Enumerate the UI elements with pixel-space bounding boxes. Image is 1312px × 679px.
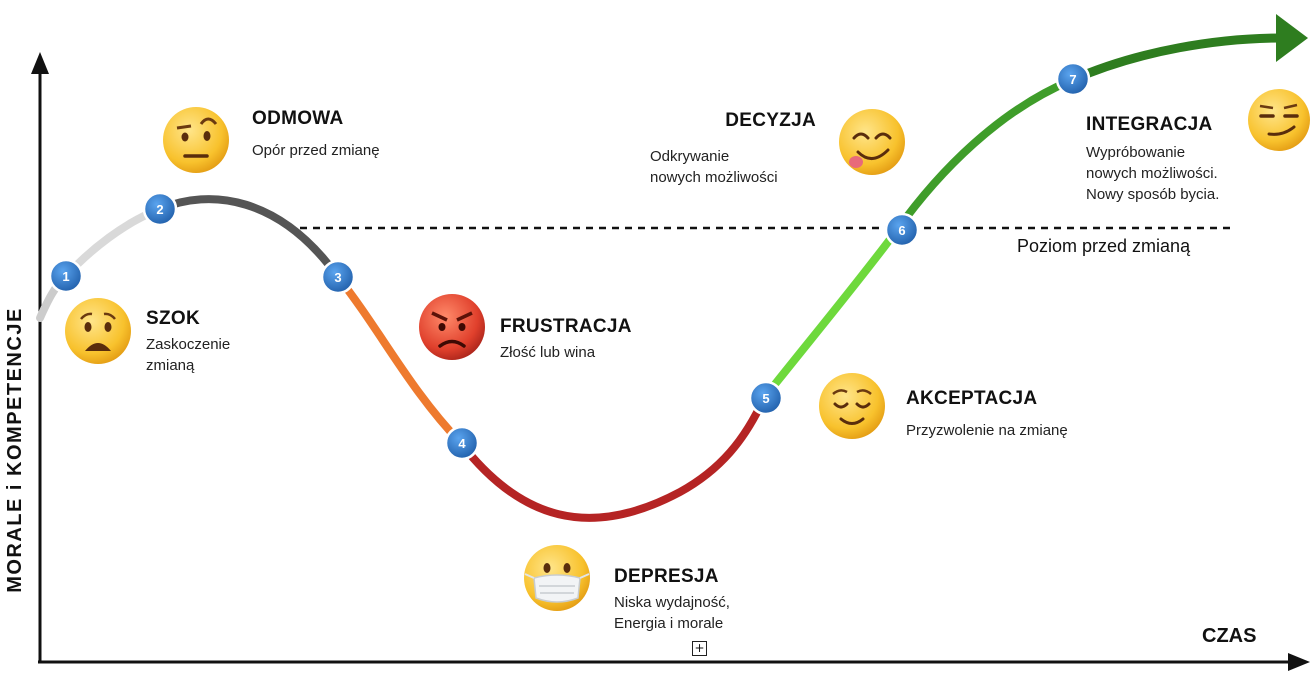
stage-desc-line: Przyzwolenie na zmianę [906, 422, 1068, 439]
badge-number-5: 5 [762, 391, 769, 406]
stage-title: DECYZJA [725, 110, 816, 131]
stage-desc-line: Nowy sposób bycia. [1086, 186, 1220, 203]
stage-label-decyzja: DECYZJA Odkrywanie nowych możliwości [650, 110, 816, 188]
stage-title: INTEGRACJA [1086, 114, 1213, 135]
y-axis-label: MORALE i KOMPETENCJE [4, 307, 26, 593]
y-axis-arrow-icon [31, 52, 49, 74]
stage-badge-7: 7 [1055, 61, 1091, 97]
smirk-face-icon [1248, 89, 1310, 151]
badge-number-4: 4 [458, 436, 466, 451]
y-axis [31, 52, 49, 662]
badge-number-1: 1 [62, 269, 69, 284]
stage-badge-6: 6 [884, 212, 920, 248]
curve-segment-3 [156, 195, 342, 281]
curve-segment-5 [456, 394, 768, 522]
badge-number-7: 7 [1069, 72, 1076, 87]
badge-number-6: 6 [898, 223, 905, 238]
stage-label-integracja: INTEGRACJA Wypróbowanie nowych możliwośc… [1086, 114, 1219, 205]
stage-badge-3: 3 [320, 259, 356, 295]
x-axis [38, 653, 1310, 671]
curve-arrow-head-icon [1276, 14, 1308, 62]
stage-label-odmowa: ODMOWA Opór przed zmianę [252, 108, 380, 161]
stage-desc-line: Zaskoczenie [146, 336, 231, 353]
stage-label-depresja: DEPRESJA Niska wydajność, Energia i mora… [614, 566, 730, 634]
stage-desc-line: Niska wydajność, [614, 594, 730, 611]
badge-number-3: 3 [334, 270, 341, 285]
curve-segment-6 [760, 226, 901, 402]
expand-icon[interactable]: + [692, 641, 707, 656]
x-axis-label: CZAS [1202, 625, 1257, 647]
badge-number-2: 2 [156, 202, 163, 217]
curve-segment-2 [62, 205, 164, 280]
stage-title: AKCEPTACJA [906, 388, 1038, 409]
stage-desc-line: nowych możliwości. [1086, 165, 1218, 182]
stage-badge-1: 1 [48, 258, 84, 294]
stage-desc-line: Wypróbowanie [1086, 144, 1186, 161]
stage-title: ODMOWA [252, 108, 344, 129]
stage-desc-line: zmianą [146, 357, 195, 374]
stage-title: FRUSTRACJA [500, 316, 632, 337]
stage-title: DEPRESJA [614, 566, 719, 587]
stage-desc-line: Opór przed zmianę [252, 142, 380, 159]
mask-face-icon [524, 545, 590, 611]
relieved-face-icon [819, 373, 885, 439]
stage-badge-5: 5 [748, 380, 784, 416]
reference-line-label: Poziom przed zmianą [1017, 236, 1191, 256]
stage-desc-line: nowych możliwości [650, 169, 778, 186]
curve-segment-7 [893, 76, 1076, 234]
stage-title: SZOK [146, 308, 200, 329]
stage-badge-4: 4 [444, 425, 480, 461]
yum-face-icon [839, 109, 905, 175]
stage-desc-line: Energia i morale [614, 615, 724, 632]
curve-segment-8 [1067, 33, 1287, 85]
worried-face-icon [65, 298, 131, 364]
stage-label-frustracja: FRUSTRACJA Złość lub wina [500, 316, 632, 363]
stage-badges: 1 2 3 4 5 6 7 [48, 61, 1091, 461]
curve-segment-4 [334, 273, 464, 446]
angry-face-icon [419, 294, 485, 360]
stage-desc-line: Złość lub wina [500, 344, 596, 361]
x-axis-arrow-icon [1288, 653, 1310, 671]
stage-label-szok: SZOK Zaskoczenie zmianą [146, 308, 230, 376]
raised-eyebrow-face-icon [163, 107, 229, 173]
stage-label-akceptacja: AKCEPTACJA Przyzwolenie na zmianę [906, 388, 1068, 441]
stage-badge-2: 2 [142, 191, 178, 227]
stage-desc-line: Odkrywanie [650, 148, 730, 165]
